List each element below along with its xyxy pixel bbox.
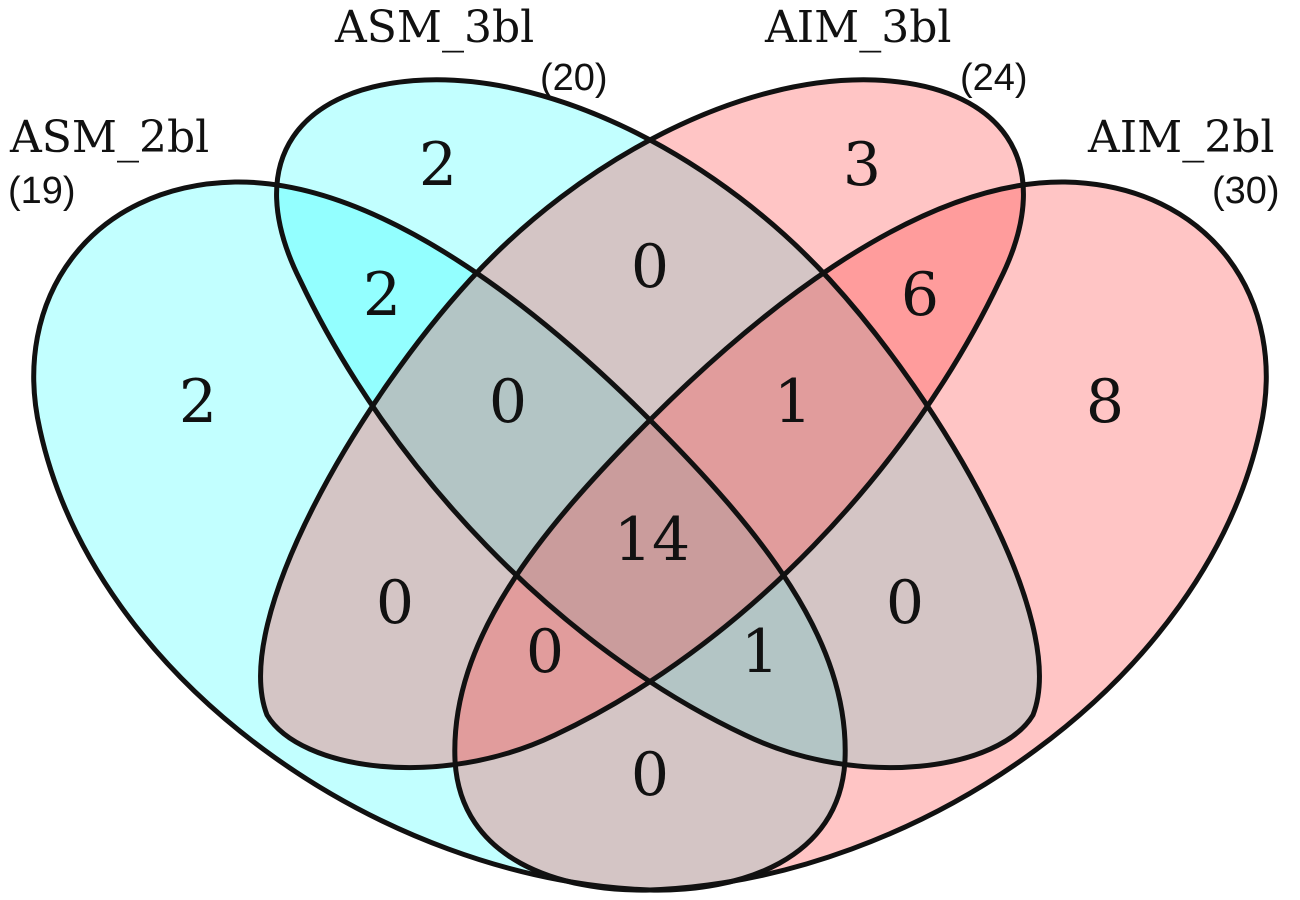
set-outlines: [31, 77, 1269, 893]
set-aim-2bl-shape: [454, 181, 1267, 891]
set-aim-3bl-shape: [260, 79, 1024, 768]
region-only-aim-2bl: 8: [1086, 367, 1124, 437]
region-only-aim-3bl: 3: [843, 130, 881, 200]
region-asm-3bl-aim-3bl-aim-2bl: 1: [774, 367, 812, 437]
region-asm-3bl-aim-2bl: 0: [886, 568, 924, 638]
outline-asm-3bl: [274, 77, 1042, 771]
count-asm-2bl: (19): [8, 170, 76, 212]
label-asm-2bl: ASM_2bl: [9, 112, 209, 163]
count-aim-3bl: (24): [960, 57, 1028, 99]
region-asm-2bl-asm-3bl-aim-3bl: 0: [489, 367, 527, 437]
outline-asm-2bl: [31, 179, 848, 893]
region-asm-2bl-aim-3bl: 0: [376, 568, 414, 638]
label-aim-2bl: AIM_2bl: [1087, 112, 1274, 163]
outline-aim-3bl: [258, 77, 1026, 771]
region-asm-3bl-aim-3bl: 0: [631, 232, 669, 302]
label-asm-3bl: ASM_3bl: [334, 2, 534, 53]
region-only-asm-2bl: 2: [179, 367, 217, 437]
region-counts: 2 2 3 8 2 0 6 0 1 14 0 0 0 1 0: [179, 130, 1124, 810]
set-labels: ASM_2bl (19) ASM_3bl (20) AIM_3bl (24) A…: [8, 2, 1280, 212]
region-asm-2bl-aim-3bl-aim-2bl: 0: [526, 617, 564, 687]
region-aim-3bl-aim-2bl: 6: [901, 260, 939, 330]
set-asm-3bl-shape: [276, 79, 1040, 768]
count-asm-3bl: (20): [540, 57, 608, 99]
region-all-four: 14: [614, 505, 690, 575]
region-asm-2bl-aim-2bl: 0: [631, 740, 669, 810]
set-fills: [33, 79, 1267, 891]
set-asm-2bl-shape: [33, 181, 846, 891]
region-asm-2bl-asm-3bl-aim-2bl: 1: [741, 617, 779, 687]
region-asm-2bl-asm-3bl: 2: [363, 260, 401, 330]
region-only-asm-3bl: 2: [419, 130, 457, 200]
label-aim-3bl: AIM_3bl: [764, 2, 951, 53]
count-aim-2bl: (30): [1212, 170, 1280, 212]
outline-aim-2bl: [452, 179, 1269, 893]
